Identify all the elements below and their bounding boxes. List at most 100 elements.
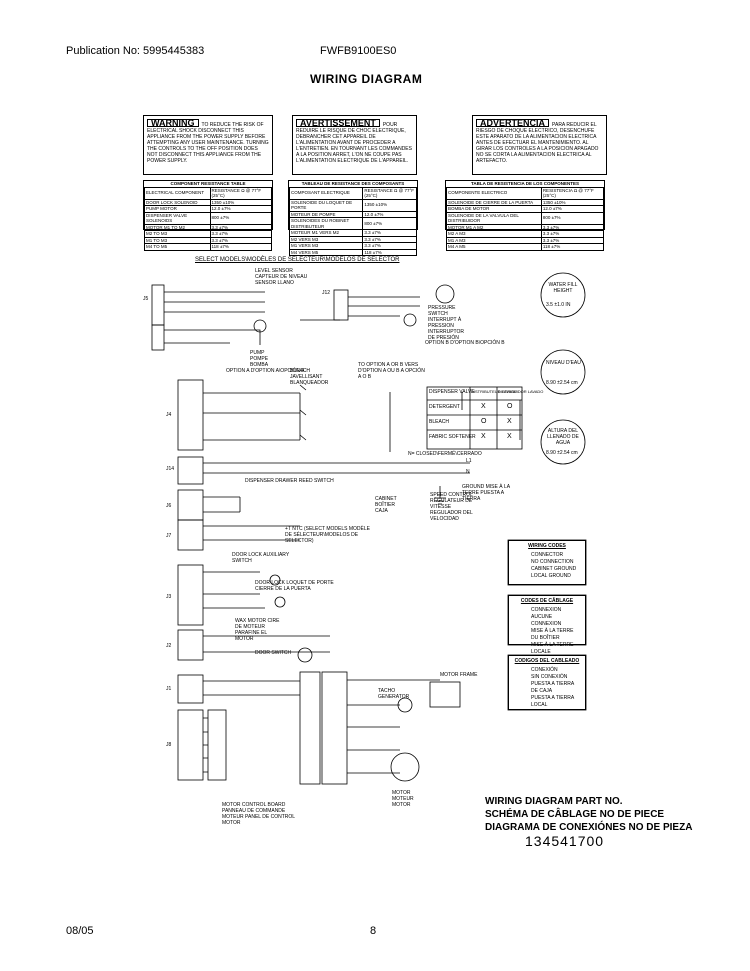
legend-item: CABINET GROUND [531, 566, 577, 572]
connector-label: J6 [166, 503, 172, 509]
bleach-label: BLEACH JAVELLISANT BLANQUEADOR [290, 368, 329, 386]
connector-label: J1 [166, 686, 172, 692]
wax-motor-label: WAX MOTOR CIRE DE MOTEUR PARAFINE EL MOT… [235, 618, 280, 642]
dispenser-cell: O [507, 403, 513, 410]
legend-item: AUCUNE CONNEXION [531, 614, 562, 627]
legend-item: MISE À LA TERRE LOCALE [531, 642, 574, 655]
warning-text: POUR REDUIRE LE RISQUE DE CHOC ELECTRIQU… [296, 122, 412, 164]
speed-control-label: SPEED CONTROL RÉGULATEUR DE VITESSE REGU… [430, 492, 473, 522]
connector-block [177, 379, 204, 451]
connector-label: J4 [166, 412, 172, 418]
warning-title: WARNING [147, 119, 199, 128]
dial-title: ALTURA DEL LLENADO DE AGUA [547, 428, 579, 446]
connector-label: J12 [322, 290, 331, 296]
table-cell: M4 VERS M5 [288, 248, 364, 256]
dispenser-header: DISTRIBUIDOR LAVADO [498, 389, 544, 394]
part-line: SCHÉMA DE CÂBLAGE NO DE PIECE [485, 809, 665, 820]
table-cell: 800 ±7% [209, 211, 273, 225]
connector-block [177, 564, 204, 626]
table-cell: 800 ±7% [540, 211, 605, 225]
dispenser-cell: O [481, 418, 487, 425]
connector-block [207, 709, 227, 781]
table-row: SOLENOIDE DE LA VALVULA DEL DISTRIBUIDOR… [446, 211, 605, 225]
select-models-label: SELECT MODELS\MODÈLES DE SELECTEUR\MODEL… [195, 257, 400, 263]
dispenser-cell: X [507, 433, 512, 440]
option-a-label: OPTION A D'OPTION A\OPCIÓN A [226, 368, 305, 374]
legend-item: CONNEXION [531, 607, 562, 613]
motor-control-board-label: MOTOR CONTROL BOARD PANNEAU DE COMMANDE … [222, 802, 295, 826]
table-cell: 118 ±7% [362, 248, 417, 256]
footer-date: 08/05 [66, 925, 94, 937]
page-number: 8 [370, 925, 377, 937]
page-title: WIRING DIAGRAM [310, 72, 423, 86]
level-sensor-label: LEVEL SENSOR CAPTEUR DE NIVEAU SENSOR LL… [255, 268, 308, 286]
dispenser-cell: X [481, 403, 486, 410]
legend-item: PUESTA A TIERRA DE CAJA [531, 681, 574, 694]
reed-switch-label: DISPENSER DRAWER REED SWITCH [245, 478, 334, 484]
connector-label: J14 [166, 466, 175, 472]
connector-block [177, 629, 204, 661]
dispenser-header: DISPENSER VALVE [429, 389, 475, 395]
door-lock-switch-label: DOOR LOCK AUXILIARY SWITCH [232, 552, 290, 564]
legend-es: CODIGOS DEL CABLEADO CONEXIÓN SIN CONEXI… [508, 655, 586, 710]
connector-block [321, 671, 348, 785]
connector-block [177, 674, 204, 704]
connector-label: J2 [166, 643, 172, 649]
cabinet-label: CABINET BOÎTIER CAJA [375, 496, 397, 514]
dial-title: NIVEAU D'EAU [546, 360, 581, 366]
connector-block [333, 289, 349, 321]
motor-frame-label: MOTOR FRAME [440, 672, 478, 678]
line-l1-label: L1 [466, 458, 472, 464]
legend-item: CONNECTOR [531, 552, 564, 558]
table-cell: SOLENOIDE DE LA VALVULA DEL DISTRIBUIDOR [446, 211, 542, 225]
dispenser-row-label: DETERGENT [429, 404, 460, 410]
motor-label: MOTOR MOTEUR MOTOR [392, 790, 414, 808]
pump-label: PUMP POMPE BOMBA [250, 350, 269, 368]
table-title: COMPONENT RESISTANCE TABLE [170, 181, 246, 186]
connector-label: J5 [143, 296, 149, 302]
table-title: TABLEAU DE RESISTANCE DES COMPOSANTS [301, 181, 405, 186]
dial-value: 8.90 ±2.54 cm [546, 380, 578, 386]
dispenser-cell: X [481, 433, 486, 440]
model-number: FWFB9100ES0 [320, 45, 397, 57]
part-block: WIRING DIAGRAM PART NO. SCHÉMA DE CÂBLAG… [485, 795, 692, 834]
connector-block [177, 519, 204, 551]
ground-label: GROUND MISE À LA TERRE PUESTA A TIERRA [462, 484, 510, 502]
dispenser-row-label: BLEACH [429, 419, 450, 425]
connector-block [151, 284, 165, 326]
legend-title: CODIGOS DEL CABLEADO [514, 658, 580, 664]
legend-en: WIRING CODES CONNECTOR NO CONNECTION CAB… [508, 540, 586, 585]
connector-label: J7 [166, 533, 172, 539]
legend-item: NO CONNECTION [531, 559, 574, 565]
table-cell: SOLENOIDE DU LOQUET DE PORTE [288, 198, 364, 212]
publication-number: Publication No: 5995445383 [66, 45, 205, 57]
warning-text: TO REDUCE THE RISK OF ELECTRICAL SHOCK D… [147, 122, 269, 164]
ntc-label: +T NTC (SELECT MODELS MODÈLE DE SÉLECTEU… [285, 526, 370, 544]
table-cell: COMPONENTE ELECTRICO [446, 186, 542, 200]
table-cell: 118 ±7% [540, 243, 605, 251]
table-cell: DISPENSER VALVE SOLENOIDS [144, 211, 211, 225]
connector-block [151, 324, 165, 351]
dial-value: 8.90 ±2.54 cm [546, 450, 578, 456]
table-cell: 1350 ±10% [362, 198, 417, 212]
dispenser-header: DISTRIBUTEUR LAVAGE [471, 389, 518, 394]
connector-block [177, 456, 204, 485]
table-title: TABLA DE RESISTENCIA DE LOS COMPONENTES [470, 181, 580, 186]
dispenser-cell: X [507, 418, 512, 425]
legend-item: MISE À LA TERRE DU BOÎTIER [531, 628, 574, 641]
legend-title: WIRING CODES [528, 543, 566, 549]
connector-block [177, 709, 204, 781]
option-b-label: OPTION B D'OPTION B\OPCIÓN B [425, 340, 505, 346]
